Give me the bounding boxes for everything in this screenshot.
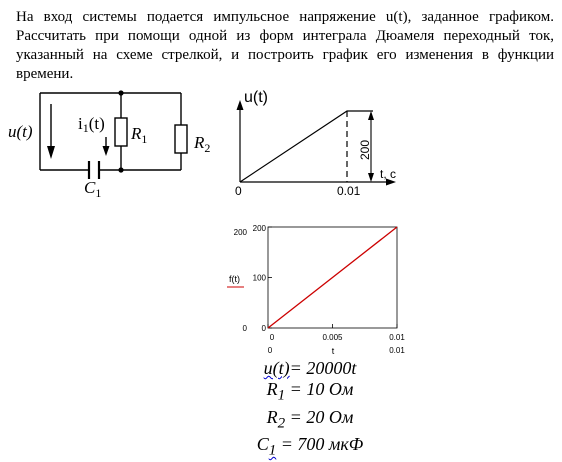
circuit-nodes [118,90,124,173]
x-outer-label-right: 0.01 [389,346,405,355]
input-graph-amplitude-label: 200 [358,140,372,160]
capacitor-c1 [87,161,101,179]
node-bottom [118,167,124,173]
x-tick-label: 0.01 [389,333,405,342]
y-outer-label-bottom: 0 [243,324,248,333]
param-r2: R2 = 20 Ом [266,406,354,432]
current-arrow [102,137,110,156]
param-r1: R1 = 10 Ом [266,379,354,404]
response-chart-x-label: t [332,346,335,356]
input-graph-x-arrowhead [386,178,396,186]
input-signal-line [239,110,373,183]
param-c1: C1 = 700 мкФ [256,434,364,459]
x-tick-label: 0.005 [322,333,343,342]
param-voltage-rhs: = 20000t [289,358,357,378]
y-outer-label-top: 200 [234,228,248,237]
input-graph-y-label: u(t) [244,89,268,106]
circuit-schematic [39,90,188,179]
response-chart-y-label: f(t) [229,274,240,284]
input-graph-x-label: t, c [380,167,396,181]
current-label: i1(t) [78,114,105,135]
parameters-block: u(t)= 20000t R1 = 10 Ом R2 = 20 Ом C1 = … [200,358,420,462]
input-graph-origin-label: 0 [235,184,242,198]
param-voltage: u(t)= 20000t [200,358,420,379]
dimension-arrow-top [368,111,374,120]
resistor-r1 [114,117,128,147]
source-label: u(t) [8,122,33,141]
series-line-0 [267,226,398,329]
y-tick-label: 0 [262,324,267,333]
y-tick-label: 200 [253,224,267,233]
input-graph-x-tick-label: 0.01 [337,184,361,198]
node-top [118,90,124,96]
y-tick-label: 100 [253,274,267,283]
r2-label: R2 [193,133,210,155]
c1-label: C1 [84,178,101,200]
input-graph: u(t) t, c 0 0.01 200 [235,89,396,198]
resistor-r2 [174,124,188,154]
input-graph-axes [239,104,392,183]
source-voltage-arrow [47,104,55,159]
dimension-arrow-bottom [368,173,374,182]
circuit-wires [39,92,182,171]
param-voltage-lhs: u(t) [263,358,290,378]
r1-label: R1 [130,124,147,146]
x-outer-label-left: 0 [268,346,273,355]
x-tick-label: 0 [270,333,275,342]
problem-statement: На вход системы подается импульсное напр… [16,9,554,82]
input-graph-y-arrowhead [236,100,244,110]
